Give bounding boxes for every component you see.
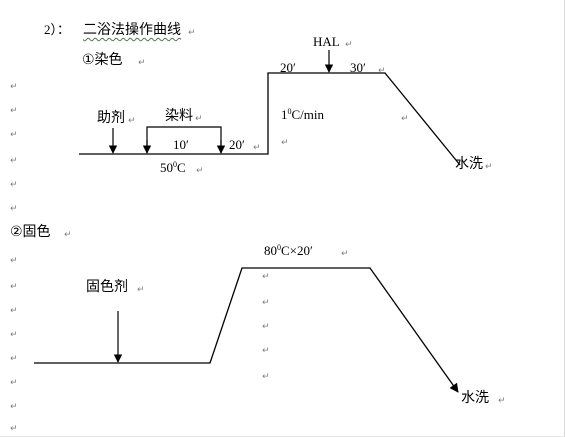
fix-wash-label: 水洗 — [461, 390, 489, 406]
dye-section-label: ①染色 — [82, 52, 123, 68]
paragraph-mark: ↵ — [128, 116, 136, 126]
paragraph-mark: ↵ — [10, 378, 18, 388]
dye-temperature-curve — [79, 72, 461, 166]
paragraph-mark: ↵ — [10, 156, 18, 166]
paragraph-mark: ↵ — [188, 28, 196, 38]
paragraph-mark: ↵ — [281, 138, 289, 148]
paragraph-mark: ↵ — [10, 330, 18, 340]
paragraph-mark: ↵ — [137, 285, 145, 295]
paragraph-mark: ↵ — [10, 130, 18, 140]
paragraph-mark: ↵ — [485, 162, 493, 172]
paragraph-mark: ↵ — [10, 204, 18, 214]
paragraph-mark: ↵ — [195, 114, 203, 124]
hal-label: HAL — [313, 34, 340, 49]
dye-temp-label: 500C — [160, 160, 186, 175]
paragraph-mark: ↵ — [378, 66, 386, 76]
paragraph-mark: ↵ — [262, 372, 270, 382]
paragraph-mark: ↵ — [10, 354, 18, 364]
paragraph-mark: ↵ — [10, 306, 18, 316]
paragraph-mark: ↵ — [138, 58, 146, 68]
paragraph-mark: ↵ — [10, 180, 18, 190]
dye-time-10-label: 10′ — [173, 137, 189, 152]
heading-title: 二浴法操作曲线 — [83, 22, 181, 38]
fix-hold-label: 800C×20′ — [264, 243, 313, 258]
paragraph-mark: ↵ — [401, 114, 409, 124]
paragraph-mark: ↵ — [10, 402, 18, 412]
paragraph-mark: ↵ — [341, 249, 349, 259]
paragraph-mark: ↵ — [498, 396, 506, 406]
dyestuff-label: 染料 — [165, 108, 193, 124]
paragraph-mark: ↵ — [253, 143, 261, 153]
fixing-agent-label: 固色剂 — [86, 279, 128, 295]
paragraph-mark: ↵ — [10, 256, 18, 266]
dyestuff-bracket — [146, 126, 222, 153]
fix-temperature-curve — [34, 267, 459, 393]
heading-number: 2）： — [44, 22, 71, 37]
fix-section-label: ②固色 — [10, 224, 51, 240]
paragraph-mark: ↵ — [10, 282, 18, 292]
paragraph-mark: ↵ — [10, 106, 18, 116]
paragraph-mark: ↵ — [10, 82, 18, 92]
paragraph-mark: ↵ — [345, 40, 353, 50]
dye-hold-20-label: 20′ — [229, 137, 245, 152]
paragraph-mark: ↵ — [262, 272, 270, 282]
top-hold-30-label: 30′ — [350, 60, 366, 75]
paragraph-mark: ↵ — [262, 346, 270, 356]
auxiliary-label: 助剂 — [97, 110, 125, 126]
paragraph-mark: ↵ — [10, 424, 18, 434]
paragraph-mark: ↵ — [196, 166, 204, 176]
paragraph-mark: ↵ — [64, 230, 72, 240]
paragraph-mark: ↵ — [262, 298, 270, 308]
dye-wash-label: 水洗 — [455, 156, 483, 172]
ramp-rate-label: 10C/min — [281, 107, 325, 122]
paragraph-mark: ↵ — [262, 322, 270, 332]
top-hold-20-label: 20′ — [280, 60, 296, 75]
